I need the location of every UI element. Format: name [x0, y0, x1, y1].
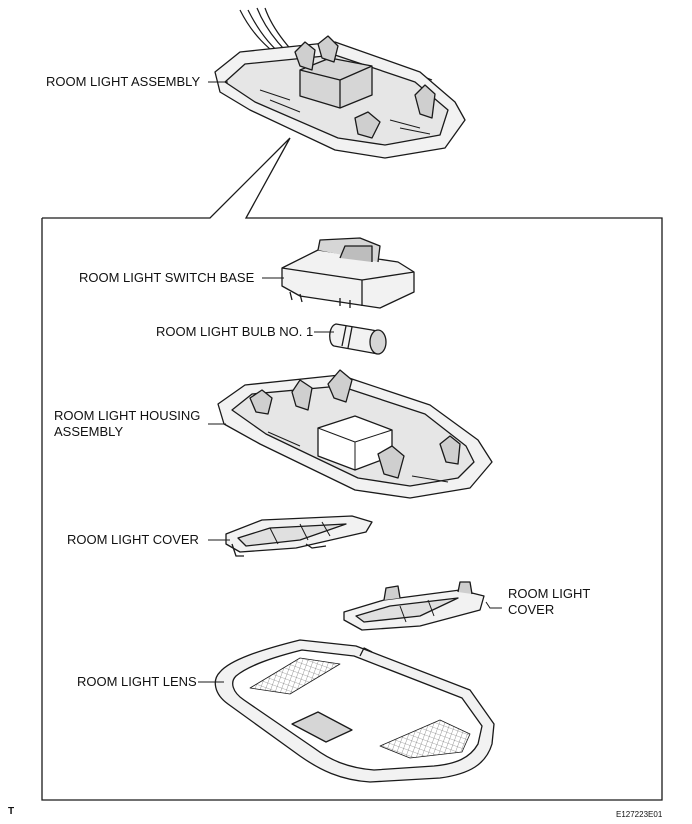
room-light-cover-right-drawing [343, 581, 485, 631]
figure-code: E127223E01 [616, 810, 663, 819]
detail-callout-frame [41, 137, 663, 801]
room-light-housing-drawing [217, 369, 493, 499]
room-light-switch-base-drawing [281, 237, 415, 309]
corner-mark: T [8, 806, 15, 817]
leader-lines [198, 81, 502, 683]
room-light-assembly-drawing [214, 7, 466, 159]
label-room-light-cover-right: ROOM LIGHT COVER [508, 586, 590, 618]
room-light-bulb-drawing [329, 323, 387, 355]
room-light-cover-left-drawing [225, 515, 373, 557]
label-room-light-cover-right-line2: COVER [508, 602, 555, 617]
label-room-light-lens: ROOM LIGHT LENS [77, 674, 197, 689]
label-room-light-bulb-no1: ROOM LIGHT BULB NO. 1 [156, 324, 314, 339]
label-room-light-cover-right-line1: ROOM LIGHT [508, 586, 591, 601]
label-room-light-housing-assembly: ROOM LIGHT HOUSING ASSEMBLY [54, 408, 200, 440]
label-room-light-cover-left: ROOM LIGHT COVER [67, 532, 199, 547]
label-room-light-assembly: ROOM LIGHT ASSEMBLY [46, 74, 201, 89]
room-light-lens-drawing [214, 639, 495, 783]
label-room-light-housing-line2: ASSEMBLY [54, 424, 124, 439]
label-room-light-switch-base: ROOM LIGHT SWITCH BASE [79, 270, 255, 285]
label-room-light-housing-line1: ROOM LIGHT HOUSING [54, 408, 201, 423]
